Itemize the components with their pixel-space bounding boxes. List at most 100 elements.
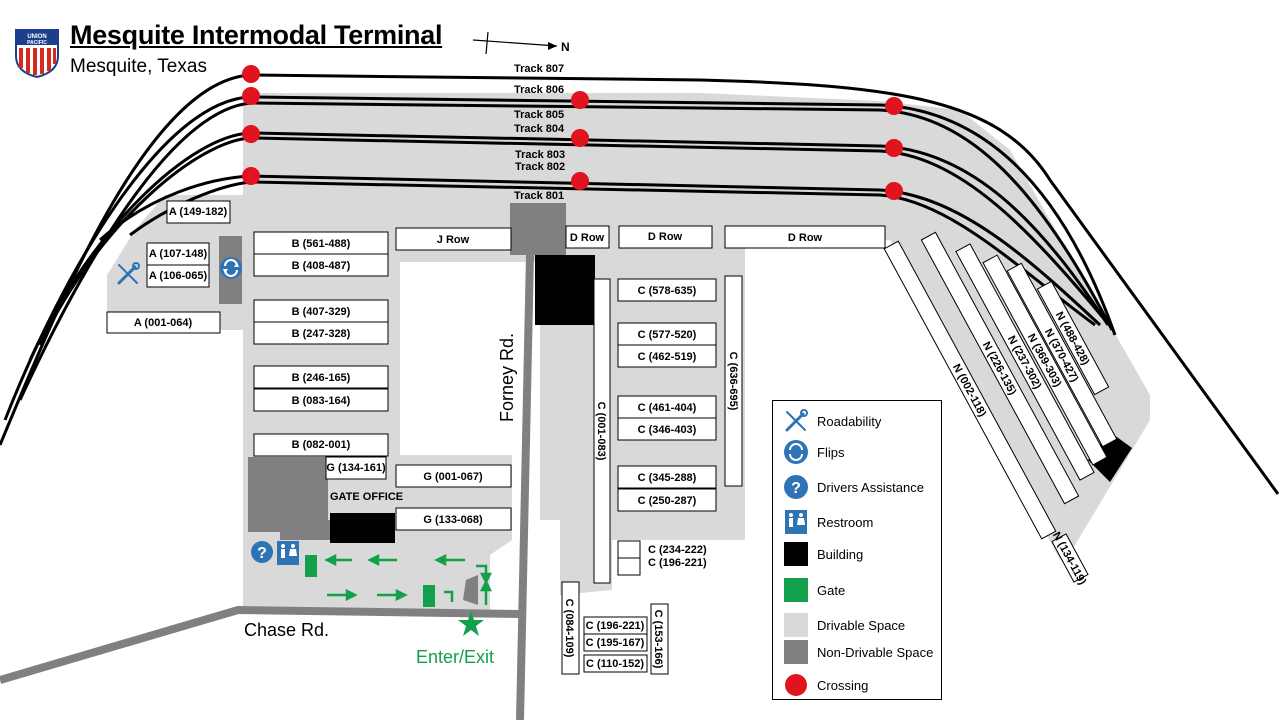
track-804-label: Track 804 [514,123,565,135]
c-row-label: C (110-152) [586,658,644,670]
c-row-label: C (578-635) [638,285,697,297]
c-row-label: C (345-288) [638,472,697,484]
nondrivable-swatch [784,640,808,664]
d-row-label: D Row [570,232,605,244]
map-subtitle: Mesquite, Texas [70,56,207,77]
legend-item-drivers-assistance: ? Drivers Assistance [783,473,924,501]
crossing-icon [785,674,807,696]
flips-icon [784,440,808,464]
c-row-label: C (234-222) [648,544,707,556]
legend-item-gate: Gate [783,576,845,604]
traffic-arrows [324,553,493,605]
non-drivable-area [219,203,566,540]
c-row-label: C (196-221) [648,557,707,569]
flips-icon [220,257,242,279]
legend-label: Gate [817,582,846,598]
c-row-label: C (195-167) [586,637,645,649]
entry-star-icon [458,611,484,636]
c-row-label: C (250-287) [638,495,697,507]
enter-exit-label: Enter/Exit [416,647,494,667]
c-row-label: C (461-404) [638,402,697,414]
crossing-icon [571,129,589,147]
crossing-icon [571,172,589,190]
legend-item-building: Building [783,540,863,568]
b-row-label: B (247-328) [292,328,351,340]
chase-rd-label: Chase Rd. [244,620,329,640]
track-803-label: Track 803 [515,149,565,161]
g-row-label: G (133-068) [423,514,483,526]
b-row-label: B (246-165) [292,372,351,384]
legend-label: Roadability [817,413,882,429]
north-arrow-icon: N [472,31,570,55]
track-labels: Track 807 Track 806 Track 805 Track 804 … [514,63,565,202]
gates [305,555,435,607]
roads [0,254,534,720]
crossing-icon [242,125,260,143]
forney-rd-label: Forney Rd. [497,333,517,422]
jd-rows: J Row D Row D Row D Row [395,225,886,251]
legend-label: Flips [817,444,845,460]
gate-office-label: GATE OFFICE [330,491,403,503]
b-rows: B (561-488) B (408-487) B (407-329) B (2… [253,231,389,457]
j-row-label: J Row [437,234,470,246]
g-row-label: G (001-067) [423,471,483,483]
a-rows: A (149-182) A (107-148) A (106-065) A (0… [106,200,231,334]
guard-booth [463,575,478,605]
track-806-label: Track 806 [514,84,564,96]
c-row-label: C (636-695) [727,352,739,411]
track-801-label: Track 801 [514,190,564,202]
legend-item-restroom: Restroom [783,508,873,536]
track-807-label: Track 807 [514,63,564,75]
help-icon: ? [251,541,273,563]
restroom-icon [785,510,807,534]
svg-text:?: ? [791,480,801,497]
crossing-icon [885,182,903,200]
d-row-label: D Row [648,231,683,243]
legend-item-drivable: Drivable Space [783,611,905,639]
c-row-label: C (084-109) [563,599,575,658]
help-icon: ? [784,475,808,499]
g-rows: G (134-161) G (001-067) G (133-068) GATE… [325,456,512,531]
c-row-label: C (153-166) [652,610,664,669]
crossings [242,65,903,200]
legend-label: Crossing [817,677,869,693]
legend-item-non-drivable: Non-Drivable Space [783,638,933,666]
g-row-label: G (134-161) [326,462,386,474]
c-row-label: C (196-221) [586,620,645,632]
b-row-label: B (082-001) [292,439,351,451]
b-row-label: B (408-487) [292,260,351,272]
legend-label: Non-Drivable Space [817,644,934,660]
c-rows: C (578-635) C (577-520) C (462-519) C (4… [561,275,743,675]
svg-text:?: ? [257,545,267,562]
c-row-label: C (462-519) [638,351,697,363]
svg-text:UNION: UNION [27,34,46,40]
legend-item-crossing: Crossing [783,671,868,699]
legend: Roadability Flips ? Drivers Assistance R… [772,400,942,700]
union-pacific-logo: UNION PACIFIC [15,29,59,78]
b-row-label: B (407-329) [292,306,351,318]
a-row-label: A (001-064) [134,317,193,329]
track-805-label: Track 805 [514,109,564,121]
a-row-label: A (106-065) [149,270,208,282]
legend-label: Drivable Space [817,617,906,633]
wrench-icon [117,262,140,285]
b-row-label: B (083-164) [292,395,351,407]
crossing-icon [571,91,589,109]
crossing-icon [885,139,903,157]
drivable-swatch [784,613,808,637]
crossing-icon [242,65,260,83]
c-row-label: C (346-403) [638,424,697,436]
b-row-label: B (561-488) [292,238,351,250]
gate-swatch [784,578,808,602]
track-802-label: Track 802 [515,161,565,173]
c-row-label: C (001-083) [595,402,607,461]
crossing-icon [242,87,260,105]
map-title: Mesquite Intermodal Terminal [70,20,443,50]
crossing-icon [885,97,903,115]
svg-text:PACIFIC: PACIFIC [27,40,47,46]
building-swatch [784,542,808,566]
crossing-icon [242,167,260,185]
restroom-icon [277,541,299,565]
legend-label: Building [817,546,864,562]
